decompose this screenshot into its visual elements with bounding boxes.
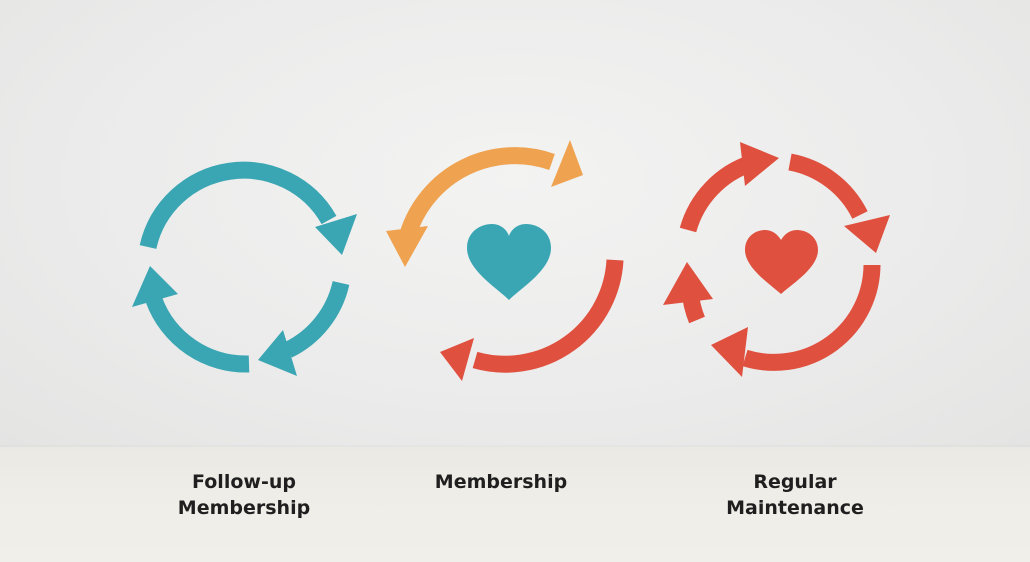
cycle-3-arrowhead-left — [663, 262, 713, 305]
cycle-2-arrowhead-top — [551, 140, 583, 187]
label-membership: Membership — [381, 469, 621, 495]
cycle-regular-maintenance — [663, 142, 890, 377]
cycle-2-arrowhead-left — [386, 226, 428, 267]
cycle-2-arc-top — [399, 147, 555, 237]
cycle-follow-up-membership — [132, 161, 357, 376]
floor-edge — [0, 444, 1030, 448]
cycle-2-arrowhead-bottom — [440, 338, 474, 381]
cycle-1-arrowhead-right — [258, 330, 297, 376]
heart-icon — [467, 224, 551, 300]
label-follow-up-membership: Follow-up Membership — [124, 469, 364, 521]
cycle-arrows-icon — [132, 161, 357, 376]
cycle-3-arc-top-right — [788, 153, 868, 219]
label-line: Maintenance — [726, 497, 864, 519]
label-regular-maintenance: Regular Maintenance — [675, 469, 915, 521]
cycle-membership — [386, 140, 624, 381]
cycle-1-arc-top — [139, 161, 337, 249]
cycle-arrows-icon — [386, 140, 624, 381]
label-line: Follow-up — [192, 471, 296, 493]
cycle-3-arc-top-left — [679, 154, 755, 233]
label-line: Membership — [434, 471, 568, 493]
cycle-3-arrowhead-top-left — [740, 142, 779, 186]
cycle-diagrams — [132, 140, 890, 381]
cycle-1-arc-left — [146, 296, 250, 373]
cycle-1-arc-right — [284, 280, 350, 358]
cycle-3-arrowhead-top-right — [844, 215, 890, 253]
label-line: Membership — [177, 497, 311, 519]
cycle-arrows-icon — [663, 142, 890, 377]
cycle-3-arrowhead-bottom-right — [711, 327, 748, 377]
cycle-1-arrowhead-top — [315, 214, 357, 255]
heart-icon — [745, 230, 818, 294]
label-line: Regular — [753, 471, 837, 493]
cycle-3-arc-bottom-right — [742, 264, 881, 371]
floor — [0, 447, 1030, 562]
cycle-1-arrowhead-left — [132, 266, 178, 307]
cycle-2-arc-bottom — [472, 259, 624, 373]
